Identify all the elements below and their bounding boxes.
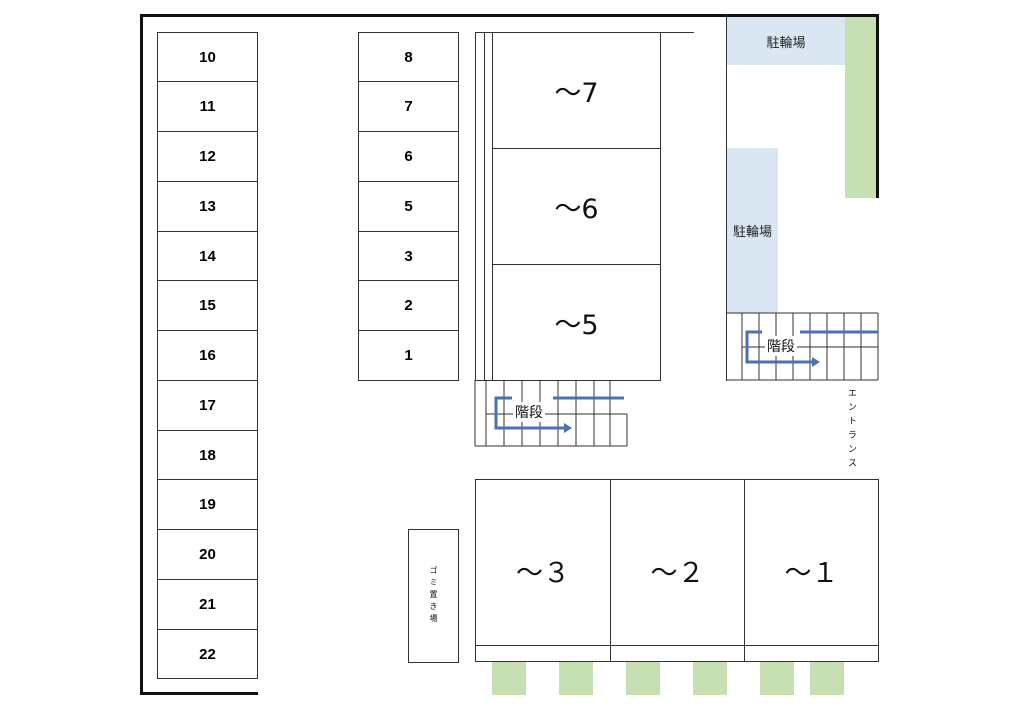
parking-slot: 13: [157, 181, 258, 232]
parking-slot: 5: [358, 181, 459, 232]
upper-building-top-line: [660, 32, 694, 33]
staircase-right: [726, 312, 879, 381]
parking-slot: 12: [157, 131, 258, 182]
green-planting: [760, 662, 794, 695]
boundary-wall-right: [876, 14, 879, 198]
boundary-wall-top: [140, 14, 879, 17]
parking-slot: 19: [157, 479, 258, 530]
green-planting: [492, 662, 526, 695]
parking-slot: 6: [358, 131, 459, 182]
stairs-label-left: 階段: [513, 402, 545, 422]
parking-slot: 2: [358, 280, 459, 331]
parking-slot: 18: [157, 430, 258, 480]
parking-slot: 8: [358, 32, 459, 82]
building-unit: ～３: [475, 479, 611, 662]
boundary-wall-bottom-left: [140, 692, 258, 695]
bike-parking-top: 駐輪場: [727, 17, 845, 65]
building-unit: ～5: [492, 264, 661, 381]
entrance-label: エントランス: [846, 388, 856, 472]
lower-building-balcony-line: [475, 645, 879, 646]
green-planting: [626, 662, 660, 695]
bike-parking-label: 駐輪場: [732, 225, 772, 240]
parking-slot: 14: [157, 231, 258, 281]
building-unit: ～２: [610, 479, 745, 662]
green-planting: [559, 662, 593, 695]
parking-slot: 22: [157, 629, 258, 679]
building-unit: ～6: [492, 148, 661, 265]
garbage-area: ゴミ置き場: [408, 529, 459, 663]
right-building-line: [726, 14, 727, 381]
parking-slot: 15: [157, 280, 258, 331]
boundary-wall-left: [140, 14, 143, 695]
staircase-left: [474, 380, 628, 447]
building-unit: ～7: [492, 32, 661, 149]
parking-slot: 20: [157, 529, 258, 580]
building-unit: ～１: [744, 479, 879, 662]
garbage-label: ゴミ置き場: [429, 566, 438, 626]
green-planting: [810, 662, 844, 695]
parking-slot: 3: [358, 231, 459, 281]
parking-slot: 16: [157, 330, 258, 381]
parking-slot: 17: [157, 380, 258, 431]
bike-parking-label: 駐輪場: [766, 35, 806, 51]
parking-slot: 10: [157, 32, 258, 82]
bike-parking-middle: 駐輪場: [727, 148, 778, 313]
parking-slot: 21: [157, 579, 258, 630]
stairs-label-right: 階段: [765, 336, 797, 356]
green-strip-right: [845, 17, 876, 198]
parking-slot: 7: [358, 81, 459, 132]
upper-building-corridor-line: [484, 32, 485, 381]
parking-slot: 11: [157, 81, 258, 132]
parking-slot: 1: [358, 330, 459, 381]
green-planting: [693, 662, 727, 695]
